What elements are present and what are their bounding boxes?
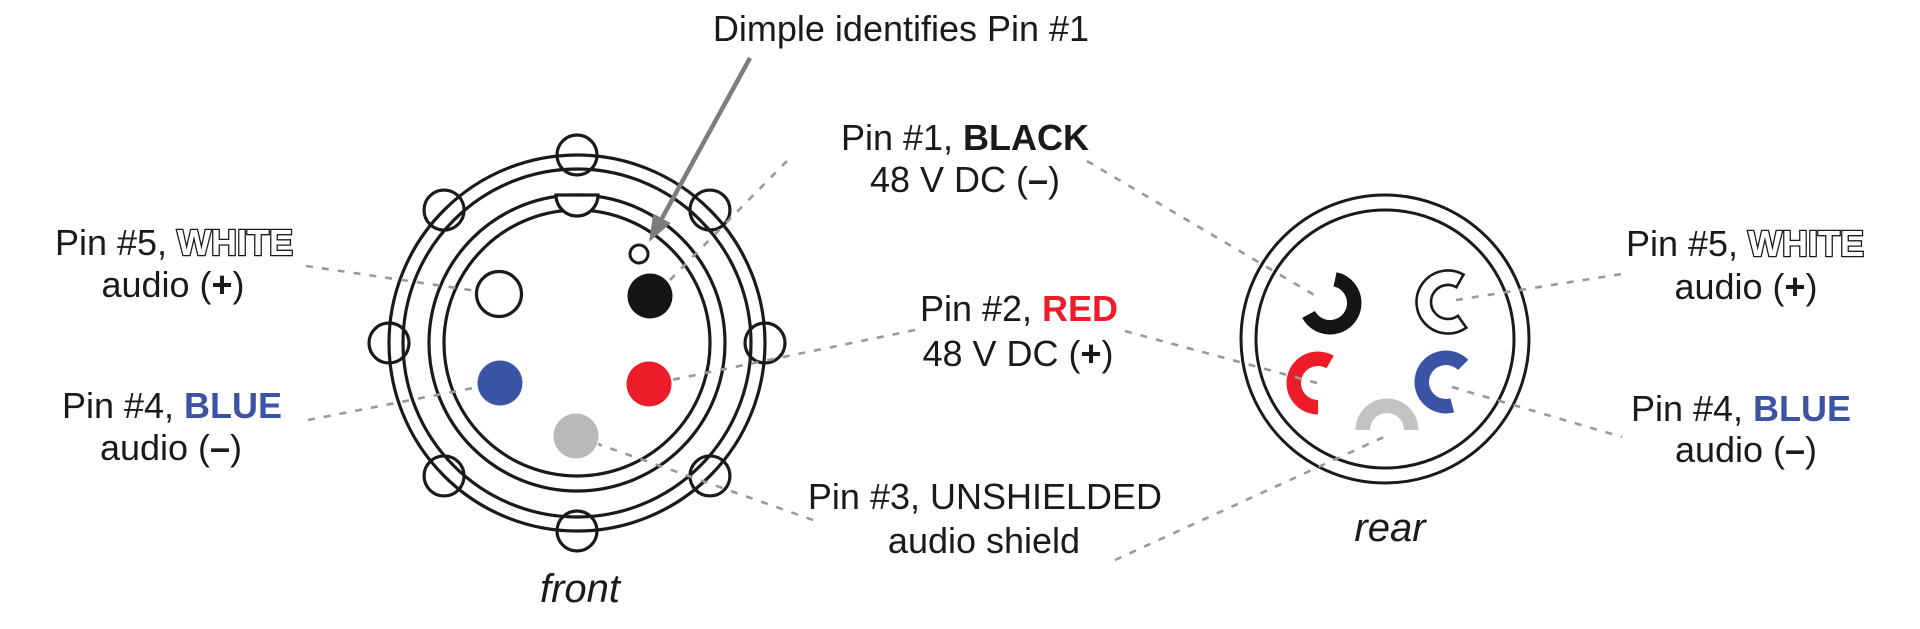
leader-left-pin4-to-front-blue [307,385,479,422]
leader-pin1-to-front-black [667,160,788,283]
pin1-dimple [628,243,650,265]
leader-left-pin5-to-front-white [305,264,478,293]
leader-pin2-to-front-red [670,328,916,382]
front-pin-3 [553,413,599,459]
front-pin-2 [626,361,672,407]
rear-cup-pin-5 [1415,269,1469,335]
label-pin1-line2: 48 V DC (–) [870,159,1060,200]
label-pin1-line1: Pin #1, BLACK [841,117,1089,158]
rear-view-caption: rear [1354,506,1427,550]
dimple-arrow-shaft [660,56,752,220]
rear-cup-pin-1 [1302,272,1362,335]
rear-cup-pin-2 [1286,351,1334,415]
label-right-pin5-line1: Pin #5, WHITE [1626,223,1864,264]
front-view-caption: front [540,567,622,611]
leader-pin1-to-rear-black [1086,159,1322,301]
front-pin-5 [474,269,524,319]
label-left-pin5-line2: audio (+) [101,264,244,305]
label-left-pin4-line1: Pin #4, BLUE [62,385,282,426]
front-ring-2 [401,167,753,519]
front-pin-1 [627,273,673,319]
leader-pin3-to-front-gray [597,442,814,522]
label-pin3-line2: audio shield [888,520,1080,561]
label-right-pin5-line2: audio (+) [1674,266,1817,307]
leader-right-pin5-to-rear-white [1455,272,1623,302]
label-right-pin4-line1: Pin #4, BLUE [1631,388,1851,429]
front-keyway-notch [554,193,600,218]
front-ring-1 [387,153,767,533]
diagram-geometry [305,56,1623,562]
label-left-pin4-line2: audio (–) [100,427,242,468]
leader-pin2-to-rear-red [1124,329,1318,385]
rear-cup-pin-3 [1355,398,1419,430]
rear-ring-1 [1239,193,1531,485]
label-pin2-line1: Pin #2, RED [920,288,1118,329]
rear-ring-2 [1254,208,1516,470]
leader-pin3-to-rear-gray [1114,435,1385,562]
dimple-arrow-head [649,213,671,242]
label-pin3-line1: Pin #3, UNSHIELDED [808,476,1162,517]
dimple-note: Dimple identifies Pin #1 [713,8,1089,49]
label-right-pin4-line2: audio (–) [1675,429,1817,470]
rear-cup-pin-4 [1414,350,1469,414]
leader-right-pin4-to-rear-blue [1451,385,1623,439]
label-left-pin5-line1: Pin #5, WHITE [55,222,293,263]
front-pin-4 [477,360,523,406]
label-pin2-line2: 48 V DC (+) [922,333,1113,374]
